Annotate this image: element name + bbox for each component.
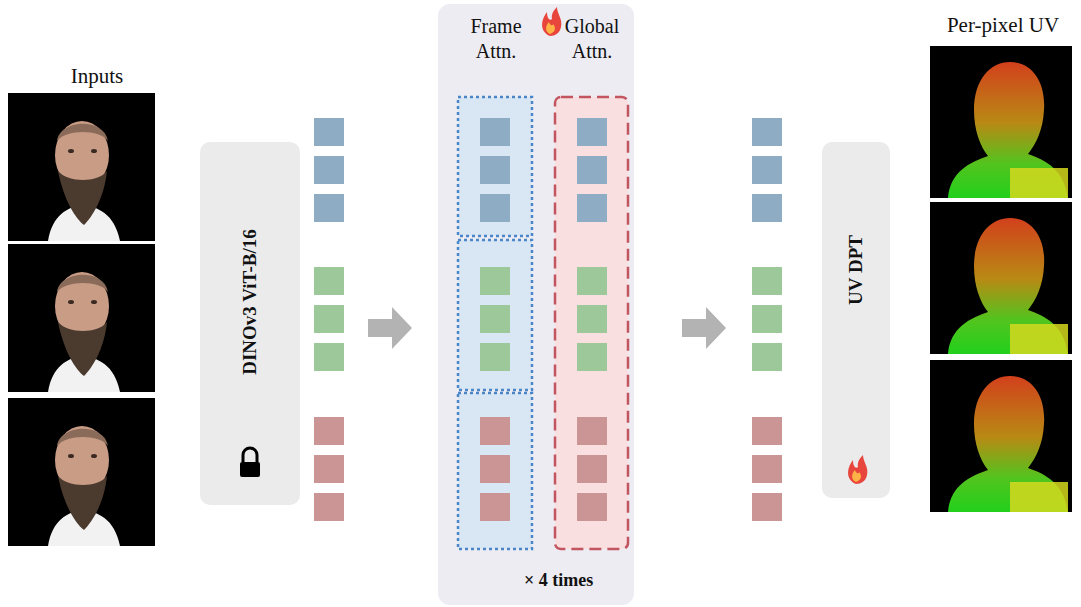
- token-column: [480, 118, 510, 521]
- token-column: [314, 118, 344, 521]
- input-face-images: [8, 93, 155, 546]
- column-heading: Frame Attn.: [458, 10, 534, 64]
- decoder-box: [822, 142, 890, 498]
- output-label: Per-pixel UV: [928, 13, 1078, 38]
- token-column: [752, 118, 782, 521]
- encoder-box: [200, 142, 300, 505]
- flow-arrow: [368, 307, 412, 349]
- flow-arrow: [682, 307, 726, 349]
- block-label: DINOv3 ViT-B/16: [239, 229, 261, 375]
- attention-panel: Frame Attn. Global Attn. × 4 times: [438, 4, 634, 605]
- global-attention-box: [555, 97, 628, 549]
- frame-attention-box: Frame Attn.: [458, 10, 534, 557]
- column-heading: Global Attn.: [554, 10, 630, 64]
- token-column: [577, 118, 607, 521]
- encoder-box: DINOv3 ViT-B/16: [200, 142, 300, 505]
- frame-attention-boxes: [458, 97, 532, 549]
- inputs-label: Inputs: [37, 64, 157, 89]
- global-attention-box: Global Attn.: [554, 10, 630, 557]
- block-label: UV DPT: [845, 235, 867, 305]
- repeat-note: × 4 times: [524, 570, 593, 591]
- trainable-flame-icon: [542, 7, 561, 36]
- trainable-flame-icon: [848, 455, 867, 484]
- uv-output-images: [930, 46, 1072, 512]
- decoder-box: UV DPT: [822, 142, 890, 498]
- attention-panel: [438, 4, 634, 605]
- lock-icon: [240, 448, 260, 477]
